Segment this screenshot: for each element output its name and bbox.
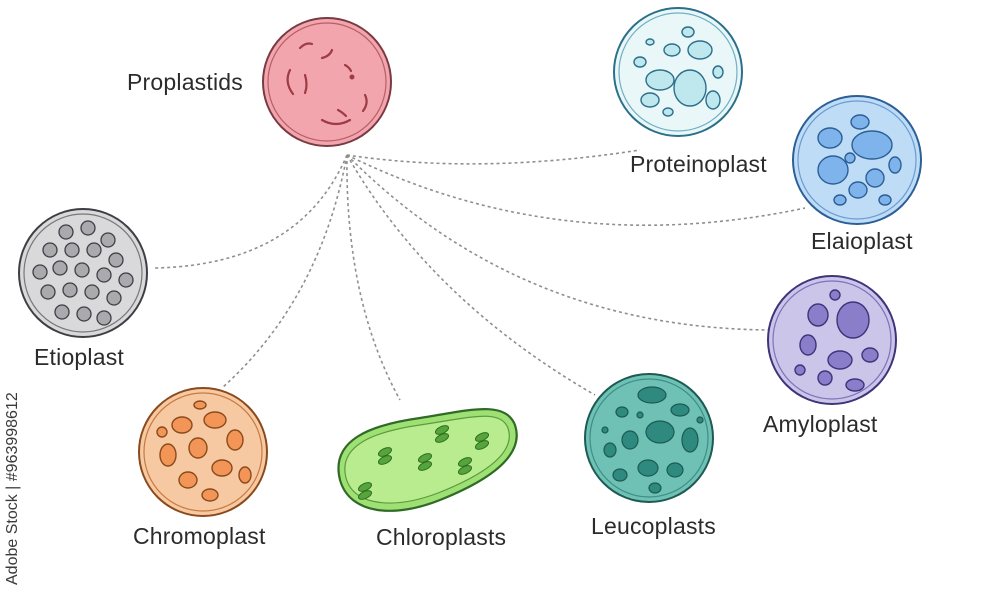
connector-etioplast: [154, 154, 348, 269]
connector-lines: [154, 149, 806, 401]
label-etioplast: Etioplast: [34, 344, 125, 370]
connector-leucoplasts: [346, 154, 596, 396]
amyloplast-icon: [767, 275, 897, 405]
connector-chloroplasts: [346, 154, 401, 401]
connector-amyloplast: [346, 154, 776, 331]
label-chloroplasts: Chloroplasts: [376, 524, 507, 550]
label-proteinoplast: Proteinoplast: [630, 151, 767, 177]
label-proplastids: Proplastids: [127, 69, 243, 95]
connector-proteinoplast: [346, 149, 641, 165]
label-leucoplasts: Leucoplasts: [591, 513, 716, 539]
label-elaioplast: Elaioplast: [811, 228, 913, 254]
etioplast-icon: [18, 208, 148, 338]
connector-elaioplast: [346, 154, 806, 226]
stock-watermark: Adobe Stock | #963998612: [4, 392, 21, 585]
connector-chromoplast: [221, 154, 348, 389]
label-chromoplast: Chromoplast: [133, 523, 266, 549]
chloroplast-icon: [337, 408, 518, 512]
proteinoplast-icon: [613, 7, 743, 137]
leucoplast-icon: [584, 373, 714, 503]
proplastid-icon: [262, 17, 392, 147]
elaioplast-icon: [792, 95, 922, 225]
chromoplast-icon: [138, 387, 268, 517]
label-amyloplast: Amyloplast: [763, 411, 878, 437]
